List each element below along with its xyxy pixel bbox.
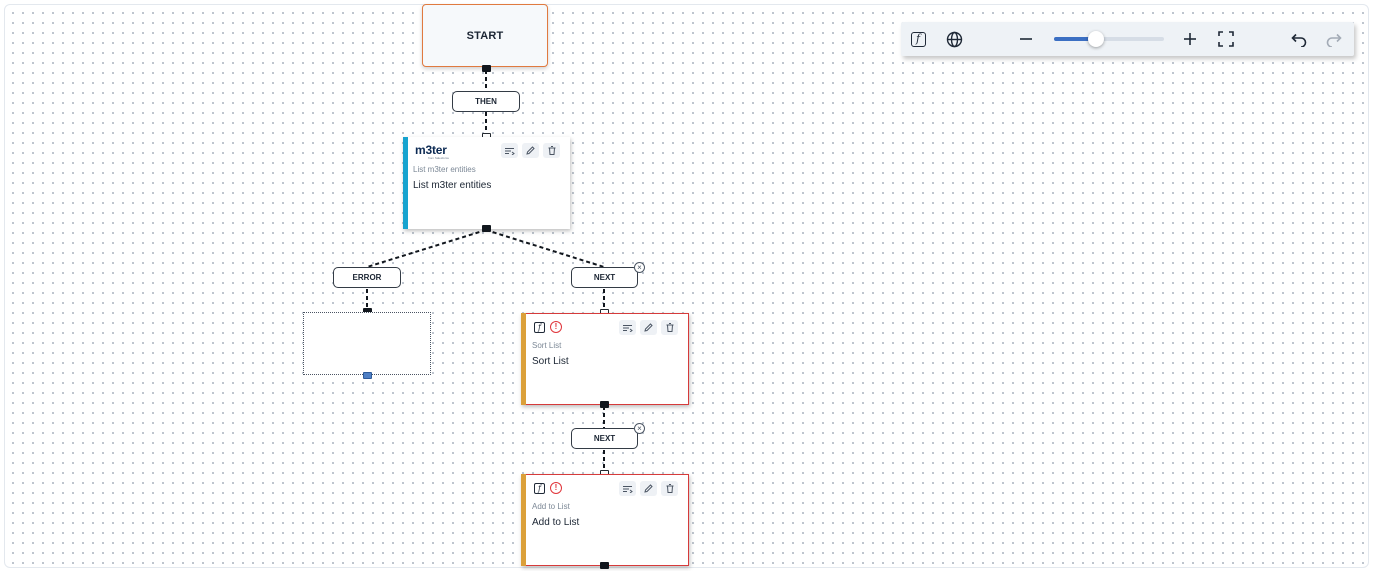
then-connector-label[interactable]: THEN	[452, 91, 520, 112]
next-connector-label-2[interactable]: NEXT	[571, 428, 638, 449]
step-title: Add to List	[532, 517, 580, 528]
mapping-icon[interactable]	[501, 143, 518, 158]
start-output-handle[interactable]	[482, 65, 491, 72]
placeholder-input-handle[interactable]	[363, 308, 372, 315]
add-output-handle[interactable]	[600, 562, 609, 569]
error-icon: !	[550, 482, 562, 494]
step-title: Sort List	[532, 356, 569, 367]
next-connector-label[interactable]: NEXT	[571, 267, 638, 288]
delete-icon[interactable]	[543, 143, 560, 158]
fullscreen-icon[interactable]	[1215, 28, 1237, 50]
m3ter-logo-tagline: from Salesforce	[428, 156, 450, 160]
mapping-icon[interactable]	[619, 481, 636, 496]
step-list-m3ter-entities[interactable]: m3ter from Salesforce List m3ter entitie…	[403, 137, 570, 229]
undo-icon[interactable]	[1287, 28, 1309, 50]
placeholder-output-handle[interactable]	[363, 372, 372, 379]
edit-icon[interactable]	[522, 143, 539, 158]
edit-icon[interactable]	[640, 320, 657, 335]
canvas-toolbar: f	[901, 22, 1354, 56]
step-subtitle: List m3ter entities	[413, 165, 476, 174]
delete-icon[interactable]	[661, 320, 678, 335]
delete-icon[interactable]	[661, 481, 678, 496]
zoom-slider[interactable]	[1054, 31, 1164, 47]
then-label: THEN	[475, 97, 497, 106]
step-accent-bar	[521, 313, 526, 405]
function-icon: f	[534, 483, 545, 494]
step-accent-bar	[521, 474, 526, 566]
error-icon: !	[550, 321, 562, 333]
step-subtitle: Sort List	[532, 341, 562, 350]
step-add-to-list[interactable]: f ! Add to List Add to List	[521, 474, 689, 566]
m3ter-output-handle[interactable]	[482, 225, 491, 232]
next-label: NEXT	[593, 273, 616, 282]
flow-canvas[interactable]	[4, 4, 1369, 568]
empty-step-placeholder[interactable]	[303, 312, 431, 375]
error-label: ERROR	[352, 273, 382, 282]
zoom-slider-thumb[interactable]	[1087, 31, 1104, 47]
remove-connector-icon[interactable]: ×	[634, 423, 645, 434]
sort-output-handle[interactable]	[600, 401, 609, 408]
error-connector-label[interactable]: ERROR	[333, 267, 401, 288]
function-icon: f	[534, 322, 545, 333]
zoom-slider-fill	[1054, 37, 1096, 41]
start-label: START	[466, 29, 504, 42]
function-icon[interactable]: f	[907, 28, 929, 50]
step-sort-list[interactable]: f ! Sort List Sort List	[521, 313, 689, 405]
mapping-icon[interactable]	[619, 320, 636, 335]
step-title: List m3ter entities	[413, 180, 492, 191]
next-label: NEXT	[593, 434, 616, 443]
zoom-out-icon[interactable]	[1015, 28, 1037, 50]
start-node[interactable]: START	[422, 4, 548, 67]
remove-connector-icon[interactable]: ×	[634, 262, 645, 273]
zoom-in-icon[interactable]	[1179, 28, 1201, 50]
step-accent-bar	[403, 137, 408, 229]
m3ter-logo: m3ter	[415, 143, 447, 157]
redo-icon[interactable]	[1323, 28, 1345, 50]
edit-icon[interactable]	[640, 481, 657, 496]
globe-icon[interactable]	[943, 28, 965, 50]
step-subtitle: Add to List	[532, 502, 570, 511]
